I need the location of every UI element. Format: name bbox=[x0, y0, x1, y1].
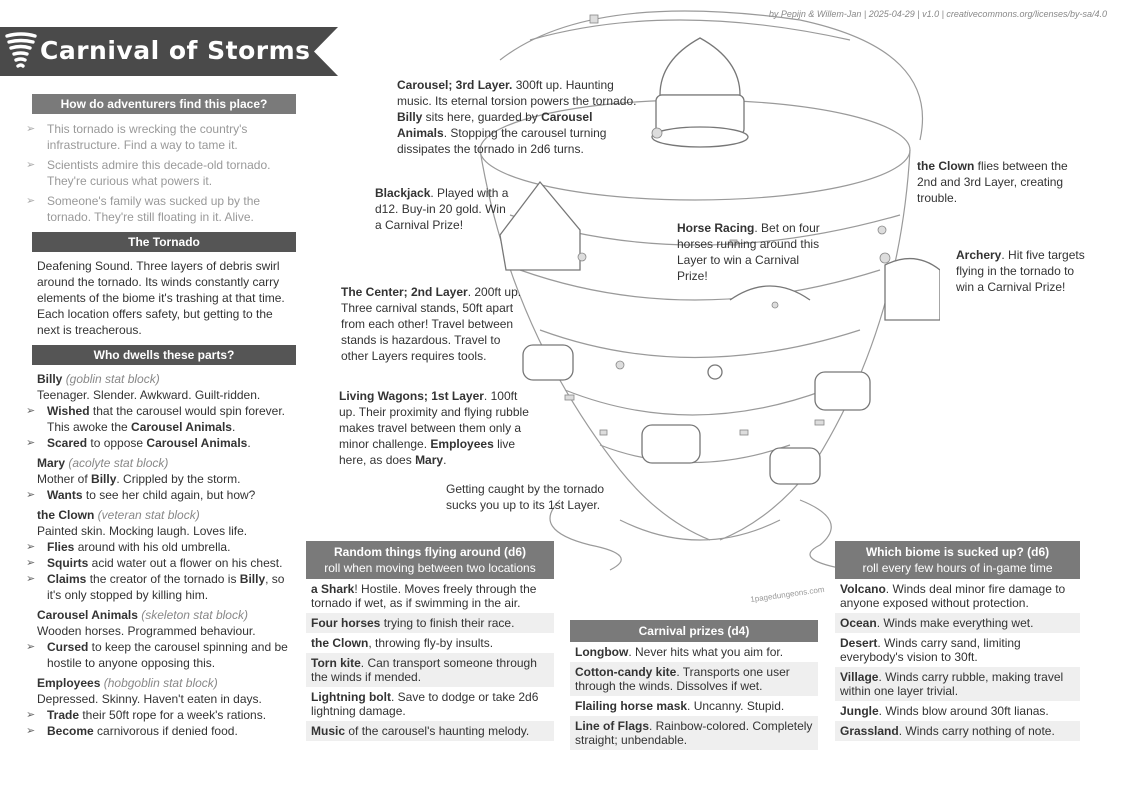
dweller-desc: Wooden horses. Programmed behaviour. bbox=[37, 624, 256, 638]
wagons-annotation: Living Wagons; 1st Layer. 100ft up. Thei… bbox=[339, 389, 529, 467]
watermark: 1pagedungeons.com bbox=[749, 584, 825, 605]
table-row: Cotton-candy kite. Transports one user t… bbox=[570, 662, 818, 696]
list-item: Become carnivorous if denied food. bbox=[26, 723, 296, 739]
tornado-icon bbox=[5, 32, 37, 68]
random-table: Random things flying around (d6)roll whe… bbox=[306, 541, 554, 741]
find-list: This tornado is wrecking the country's i… bbox=[26, 121, 296, 225]
stat-block: (hobgoblin stat block) bbox=[103, 676, 218, 690]
stat-block: (goblin stat block) bbox=[65, 372, 160, 386]
stat-block: (veteran stat block) bbox=[97, 508, 200, 522]
table-row: Grassland. Winds carry nothing of note. bbox=[835, 721, 1080, 741]
list-item: Wished that the carousel would spin fore… bbox=[26, 403, 296, 435]
billy-entry: Billy (goblin stat block) Teenager. Slen… bbox=[32, 371, 296, 403]
clown-entry: the Clown (veteran stat block) Painted s… bbox=[32, 507, 296, 539]
table-row: a Shark! Hostile. Moves freely through t… bbox=[311, 582, 537, 610]
horse-racing-annotation: Horse Racing. Bet on four horses running… bbox=[677, 221, 820, 283]
table-row: Longbow. Never hits what you aim for. bbox=[575, 645, 784, 659]
caught-annotation: Getting caught by the tornado sucks you … bbox=[446, 482, 605, 512]
dweller-name: Carousel Animals bbox=[37, 608, 138, 622]
mary-list: Wants to see her child again, but how? bbox=[26, 487, 296, 503]
carousel-annotation: Carousel; 3rd Layer. 300ft up. Haunting … bbox=[397, 78, 637, 156]
dweller-desc: Painted skin. Mocking laugh. Loves life. bbox=[37, 524, 248, 538]
stat-block: (skeleton stat block) bbox=[141, 608, 248, 622]
list-item: Wants to see her child again, but how? bbox=[26, 487, 296, 503]
clown-annotation: the Clown flies between the 2nd and 3rd … bbox=[917, 159, 1068, 205]
table-row: Four horses trying to finish their race. bbox=[306, 613, 554, 633]
tornado-text: Deafening Sound. Three layers of debris … bbox=[37, 259, 285, 337]
banner-shape bbox=[0, 27, 338, 76]
table-row: Flailing horse mask. Uncanny. Stupid. bbox=[575, 699, 785, 713]
table-row: the Clown, throwing fly-by insults. bbox=[311, 636, 494, 650]
employees-list: Trade their 50ft rope for a week's ratio… bbox=[26, 707, 296, 739]
credit-line: by Pepijn & Willem-Jan | 2025-04-29 | v1… bbox=[768, 9, 1107, 19]
table-row: Lightning bolt. Save to dodge or take 2d… bbox=[311, 690, 539, 718]
employees-entry: Employees (hobgoblin stat block) Depress… bbox=[32, 675, 296, 707]
dweller-desc: Depressed. Skinny. Haven't eaten in days… bbox=[37, 692, 262, 706]
list-item: Claims the creator of the tornado is Bil… bbox=[26, 571, 296, 603]
list-item: Cursed to keep the carousel spinning and… bbox=[26, 639, 296, 671]
dweller-desc: Mother of Billy. Crippled by the storm. bbox=[37, 472, 241, 486]
mary-entry: Mary (acolyte stat block) Mother of Bill… bbox=[32, 455, 296, 487]
list-item: Scientists admire this decade-old tornad… bbox=[26, 157, 296, 189]
dwellers-header: Who dwells these parts? bbox=[32, 345, 296, 365]
blackjack-annotation: Blackjack. Played with a d12. Buy-in 20 … bbox=[375, 186, 509, 232]
tornado-header: The Tornado bbox=[32, 232, 296, 252]
animals-list: Cursed to keep the carousel spinning and… bbox=[26, 639, 296, 671]
list-item: Scared to oppose Carousel Animals. bbox=[26, 435, 296, 451]
biome-header: Which biome is sucked up? (d6)roll every… bbox=[835, 541, 1080, 579]
dweller-name: Billy bbox=[37, 372, 63, 386]
tornado-illustration bbox=[479, 10, 940, 571]
table-row: Volcano. Winds deal minor fire damage to… bbox=[840, 582, 1066, 610]
clown-list: Flies around with his old umbrella. Squi… bbox=[26, 539, 296, 603]
list-item: Flies around with his old umbrella. bbox=[26, 539, 296, 555]
biome-table: Which biome is sucked up? (d6)roll every… bbox=[835, 541, 1080, 741]
table-row: Village. Winds carry rubble, making trav… bbox=[835, 667, 1080, 701]
table-row: Torn kite. Can transport someone through… bbox=[306, 653, 554, 687]
table-row: Ocean. Winds make everything wet. bbox=[835, 613, 1080, 633]
page-title: Carnival of Storms bbox=[40, 36, 311, 65]
random-header: Random things flying around (d6)roll whe… bbox=[306, 541, 554, 579]
title-banner bbox=[0, 27, 338, 76]
table-row: Desert. Winds carry sand, limiting every… bbox=[840, 636, 1021, 664]
animals-entry: Carousel Animals (skeleton stat block) W… bbox=[32, 607, 296, 639]
list-item: This tornado is wrecking the country's i… bbox=[26, 121, 296, 153]
billy-list: Wished that the carousel would spin fore… bbox=[26, 403, 296, 451]
list-item: Squirts acid water out a flower on his c… bbox=[26, 555, 296, 571]
table-row: Jungle. Winds blow around 30ft lianas. bbox=[840, 704, 1049, 718]
dweller-name: Mary bbox=[37, 456, 66, 470]
stat-block: (acolyte stat block) bbox=[68, 456, 169, 470]
prizes-table: Carnival prizes (d4) Longbow. Never hits… bbox=[570, 620, 818, 750]
dweller-name: Employees bbox=[37, 676, 101, 690]
dweller-desc: Teenager. Slender. Awkward. Guilt-ridden… bbox=[37, 388, 261, 402]
list-item: Someone's family was sucked up by the to… bbox=[26, 193, 296, 225]
table-row: Music of the carousel's haunting melody. bbox=[306, 721, 554, 741]
table-row: Line of Flags. Rainbow-colored. Complete… bbox=[570, 716, 818, 750]
archery-annotation: Archery. Hit five targets flying in the … bbox=[956, 248, 1085, 294]
find-header: How do adventurers find this place? bbox=[32, 94, 296, 114]
prizes-header: Carnival prizes (d4) bbox=[570, 620, 818, 642]
dweller-name: the Clown bbox=[37, 508, 95, 522]
list-item: Trade their 50ft rope for a week's ratio… bbox=[26, 707, 296, 723]
left-column: How do adventurers find this place? This… bbox=[26, 94, 296, 739]
center-annotation: The Center; 2nd Layer. 200ft up. Three c… bbox=[341, 285, 522, 363]
